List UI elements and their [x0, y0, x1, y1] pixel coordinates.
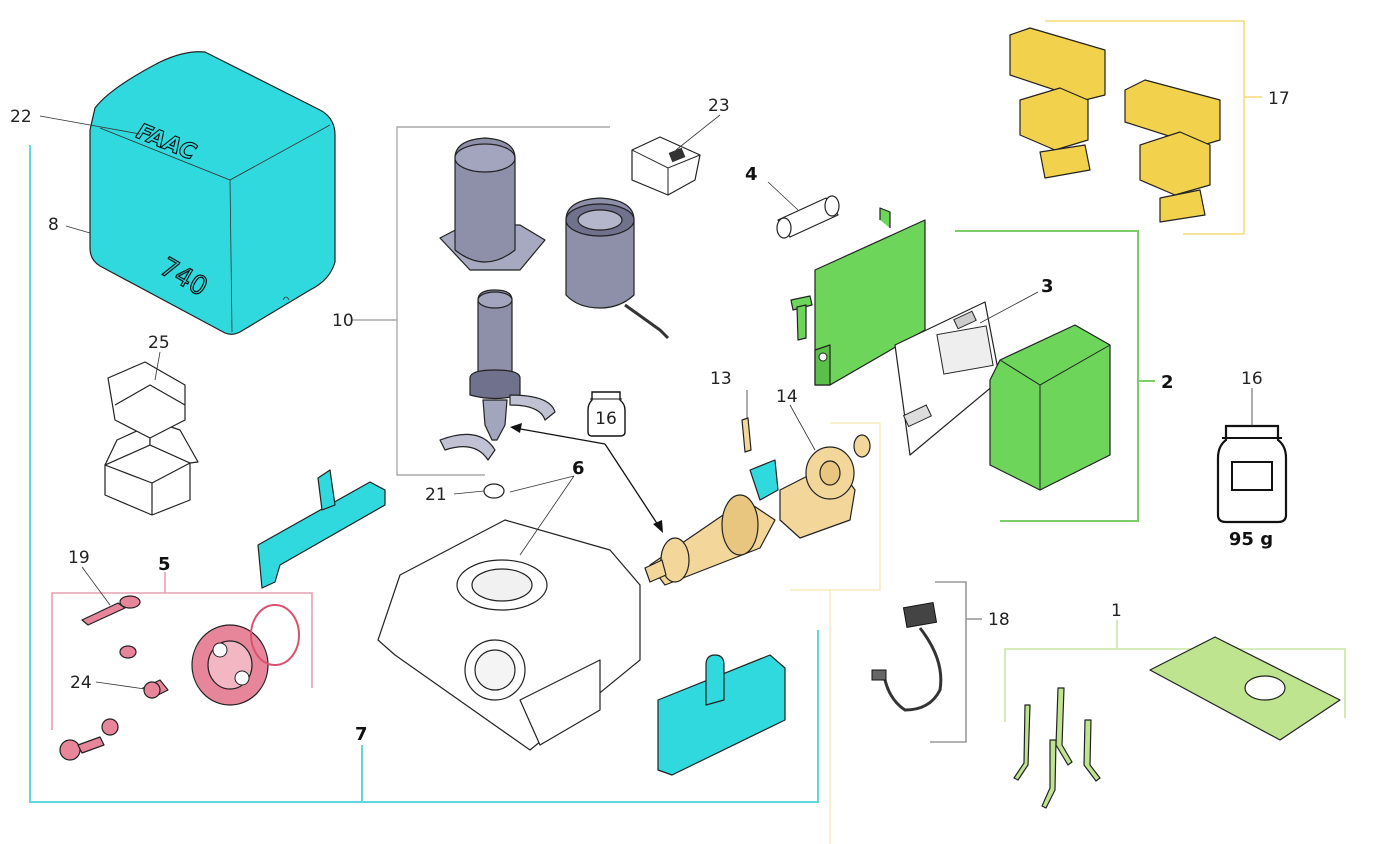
retaining-ring-upper [509, 394, 556, 421]
cyan-bracket-upper [257, 469, 386, 589]
electronic-board [894, 301, 1001, 456]
group-18-bracket [930, 581, 967, 743]
output-shaft [644, 494, 776, 586]
leader-25 [154, 351, 161, 381]
board-housing [989, 324, 1111, 491]
leader-24 [95, 681, 146, 690]
group-10-bracket [396, 126, 610, 476]
retaining-ring-lower [439, 433, 496, 461]
label-2: 2 [1161, 372, 1174, 393]
pink-bolts [59, 718, 119, 761]
label-8: 8 [48, 215, 59, 235]
leader-19 [81, 566, 111, 606]
leader-14 [789, 404, 816, 451]
group-17-bracket [1045, 20, 1245, 235]
label-19: 19 [68, 548, 90, 568]
leader-8 [65, 225, 91, 234]
label-17: 17 [1268, 89, 1290, 109]
label-13: 13 [710, 369, 732, 389]
mounting-screw [790, 295, 813, 341]
grease-arrows [510, 423, 663, 533]
label-14: 14 [776, 387, 798, 407]
small-screw [119, 645, 137, 659]
packaging-box [104, 361, 199, 516]
cyan-clip [749, 459, 779, 501]
drive-gear [779, 446, 856, 539]
lock-cylinder [142, 679, 169, 699]
grease-jar-small: 16 [587, 391, 626, 437]
anchor-bolts [1013, 687, 1101, 809]
leader-3 [979, 291, 1039, 324]
label-18: 18 [988, 610, 1010, 630]
group-2-bracket [955, 230, 1139, 522]
rotor [469, 289, 521, 441]
foundation-plate [1149, 636, 1341, 741]
leader-6a [509, 475, 575, 493]
label-23: 23 [708, 96, 730, 116]
group-5-bracket [51, 592, 313, 730]
capacitor [776, 195, 840, 239]
label-25: 25 [148, 333, 170, 353]
label-3: 3 [1041, 276, 1054, 297]
motor-housing [439, 137, 546, 271]
leader-4 [767, 181, 799, 211]
leader-21 [453, 490, 485, 495]
svg-text:95 g: 95 g [1229, 529, 1273, 550]
label-22: 22 [10, 107, 32, 127]
stator [565, 197, 670, 340]
label-6: 6 [572, 458, 585, 479]
shaft-group-bracket [790, 422, 881, 591]
label-1: 1 [1111, 601, 1122, 621]
label-21: 21 [425, 485, 447, 505]
pin [741, 417, 752, 453]
label-24: 24 [70, 673, 92, 693]
grease-jar-large: 95 g [1216, 424, 1288, 550]
leader-23 [675, 114, 721, 151]
label-10: 10 [332, 311, 354, 331]
release-key [81, 595, 141, 626]
gearbox-body [377, 519, 641, 751]
label-7: 7 [355, 724, 368, 745]
group-7-bracket [29, 145, 819, 803]
thrust-washer [853, 434, 871, 458]
group-1-bracket [1004, 648, 1346, 722]
photocell-left [1009, 27, 1106, 179]
release-handle [191, 604, 300, 706]
svg-text:16: 16 [595, 409, 617, 429]
encoder [631, 136, 701, 196]
label-5: 5 [158, 554, 171, 575]
leader-6b [519, 475, 575, 556]
cyan-block [657, 654, 786, 776]
bushing [483, 483, 505, 499]
limit-switch [871, 601, 943, 712]
motor-cover: FAAC 740 [89, 51, 336, 335]
label-4: 4 [745, 164, 758, 185]
label-16: 16 [1241, 369, 1263, 389]
photocell-right [1124, 79, 1221, 223]
leader-22 [39, 115, 141, 135]
